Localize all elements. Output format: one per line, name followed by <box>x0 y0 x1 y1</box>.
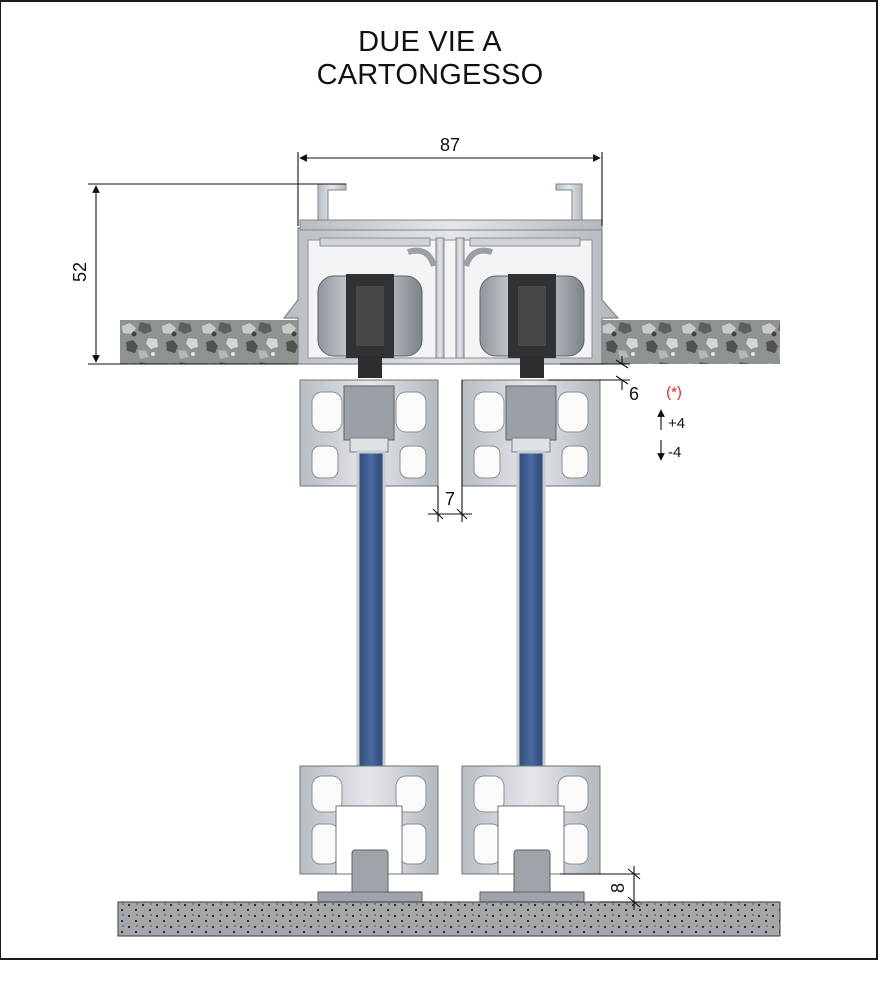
adjustment-down-label: -4 <box>668 444 681 461</box>
lower-door-profile-right <box>461 765 601 903</box>
carriage-left <box>317 274 423 378</box>
title-line-2: CARTONGESSO <box>316 59 544 91</box>
drawing-title: DUE VIE A CARTONGESSO <box>0 26 860 92</box>
dim-width-label: 87 <box>440 135 460 155</box>
dim-height-label: 52 <box>70 262 90 282</box>
dim-gap-center-label: 7 <box>445 489 455 509</box>
carriage-right <box>479 274 585 378</box>
dim-gap-top-label: 6 <box>629 384 639 404</box>
drawing-frame <box>0 0 878 960</box>
adjustment-note: (*) <box>666 384 682 401</box>
floor <box>117 901 781 937</box>
plasterboard-left <box>120 320 300 364</box>
lower-door-profile-left <box>299 765 439 903</box>
plasterboard-right <box>600 320 780 364</box>
glass-panel-right <box>516 450 546 806</box>
dim-floor-gap-label: 8 <box>608 883 628 893</box>
title-line-1: DUE VIE A <box>358 26 502 58</box>
adjustment-up-label: +4 <box>668 415 685 432</box>
glass-panel-left <box>356 450 386 806</box>
